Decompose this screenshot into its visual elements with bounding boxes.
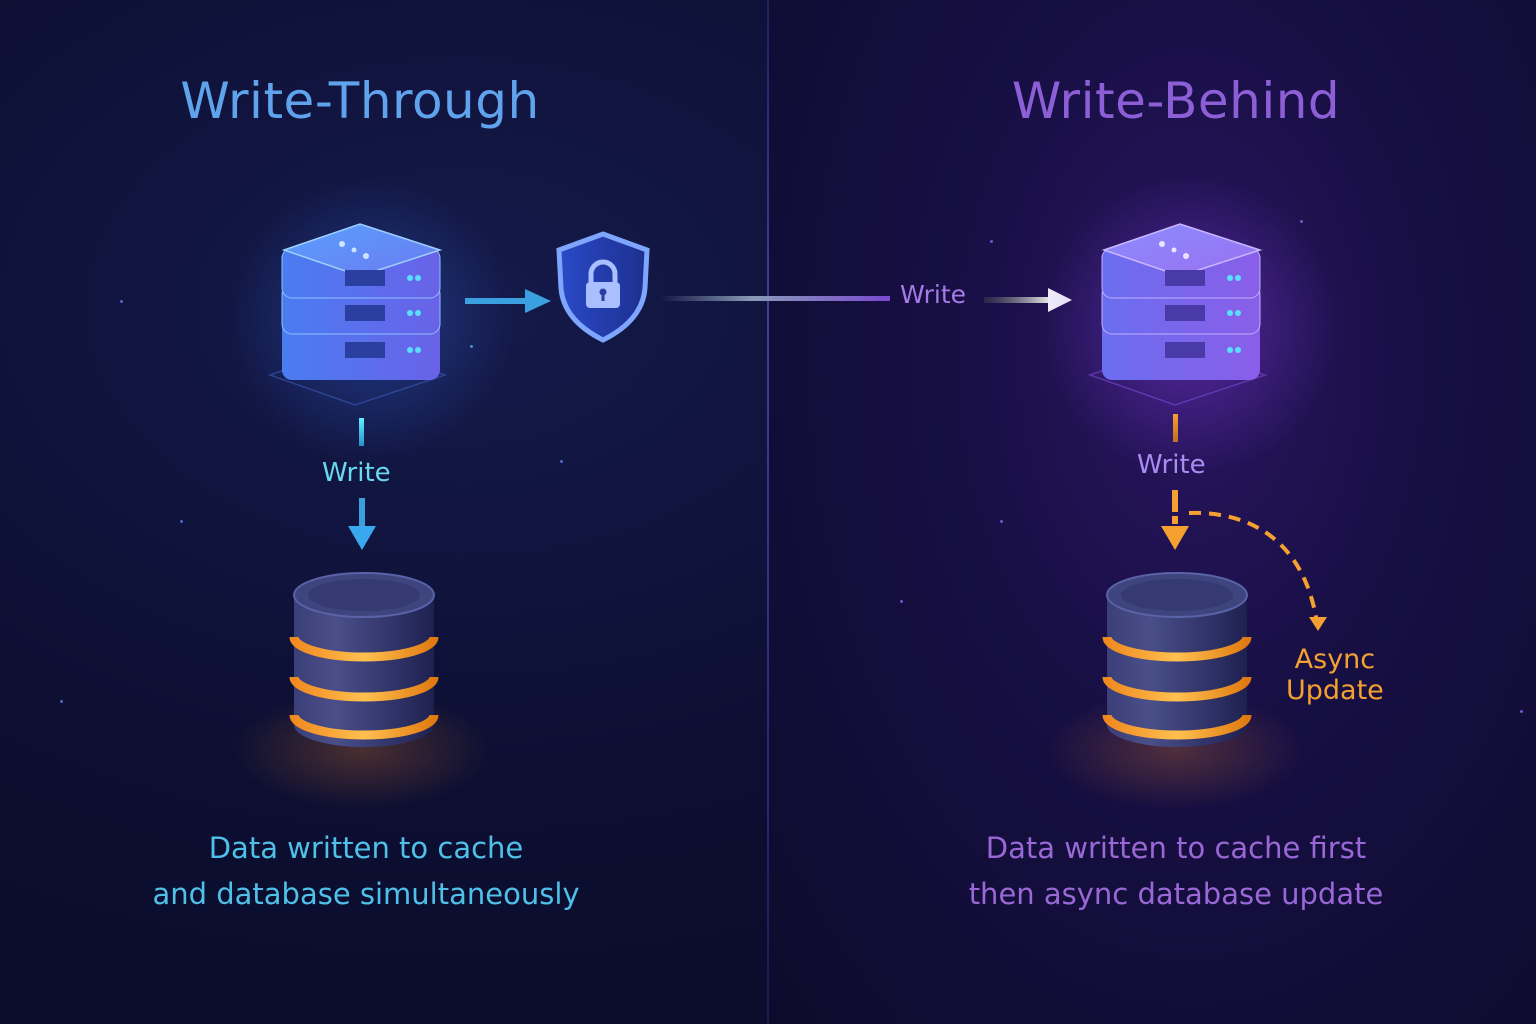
shield-lock-icon [556, 231, 650, 343]
star-decoration [120, 300, 123, 303]
star-decoration [180, 520, 183, 523]
async-label-line-1: Async [1294, 644, 1376, 675]
arrow-down-icon [348, 498, 376, 550]
write-behind-description: Data written to cache first then async d… [856, 825, 1496, 917]
star-decoration [1520, 710, 1523, 713]
description-line-2: then async database update [968, 877, 1384, 911]
description-line-1: Data written to cache first [985, 831, 1367, 865]
arrow-icon [465, 289, 551, 313]
star-decoration [560, 460, 563, 463]
database-icon [289, 572, 439, 747]
async-label-line-2: Update [1286, 675, 1384, 706]
right-panel-background [768, 0, 1536, 1024]
description-line-2: and database simultaneously [152, 877, 580, 911]
write-through-title: Write-Through [180, 72, 540, 130]
write-through-description: Data written to cache and database simul… [46, 825, 686, 917]
star-decoration [1300, 220, 1303, 223]
write-label: Write [322, 458, 391, 488]
server-stack-icon [1087, 223, 1268, 406]
incoming-flow-line [660, 296, 890, 301]
database-icon [1102, 572, 1252, 747]
star-decoration [900, 600, 903, 603]
star-decoration [1000, 520, 1003, 523]
incoming-write-label: Write [900, 280, 967, 309]
arrow-right-icon [984, 288, 1072, 312]
server-stack-icon [267, 223, 448, 406]
star-decoration [990, 240, 993, 243]
description-line-1: Data written to cache [208, 831, 524, 865]
flow-line [359, 418, 364, 446]
async-update-label: Async Update [1286, 644, 1384, 706]
async-update-arrow-icon [1188, 510, 1327, 631]
star-decoration [60, 700, 63, 703]
flow-line [1173, 414, 1178, 442]
star-decoration [470, 345, 473, 348]
write-behind-title: Write-Behind [1011, 72, 1341, 130]
panel-divider [767, 0, 769, 1024]
write-label: Write [1137, 450, 1206, 480]
arrow-down-icon [1161, 490, 1189, 550]
